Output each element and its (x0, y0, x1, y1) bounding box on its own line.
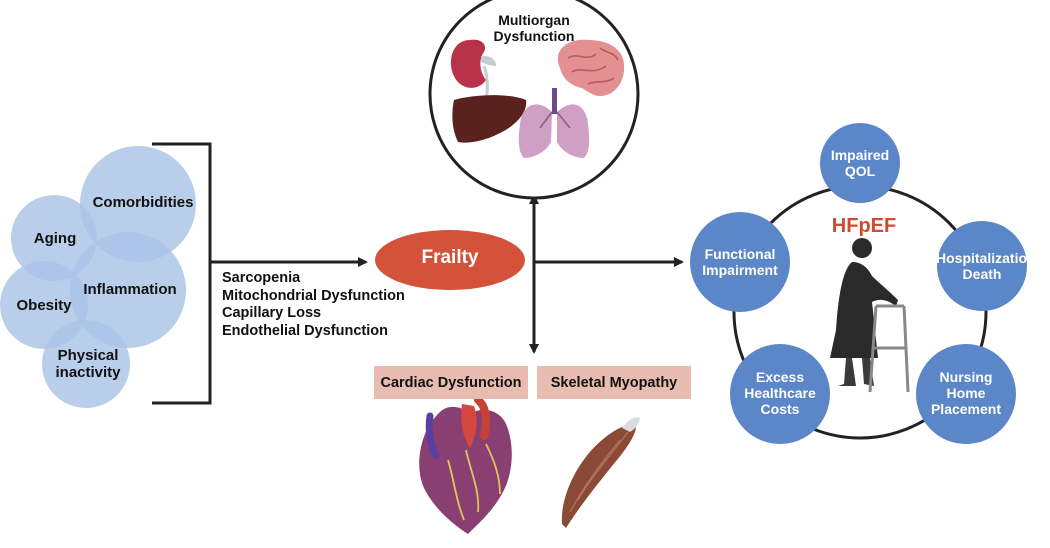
muscle-icon (561, 417, 640, 528)
frailty-label: Frailty (421, 247, 479, 268)
aging-label: Aging (33, 230, 77, 247)
brain-icon (557, 39, 625, 96)
mechanism-item: Mitochondrial Dysfunction (222, 287, 405, 304)
hospitalization-death-label: Hospitalization Death (936, 250, 1036, 283)
risk-bracket (152, 142, 212, 405)
impaired-qol-label: Impaired QOL (830, 147, 890, 180)
frailty-ellipse (375, 230, 525, 290)
cardiac-dysfunction-box: Cardiac Dysfunction (374, 366, 528, 399)
hfpef-label: HFpEF (831, 215, 897, 237)
aging-bubble (11, 195, 97, 281)
inflammation-bubble (70, 232, 186, 348)
obesity-label: Obesity (16, 297, 72, 314)
hospitalization-circle (937, 221, 1027, 311)
nursing-home-circle (916, 344, 1016, 444)
lungs-icon (518, 88, 590, 158)
liver-icon (452, 95, 527, 143)
mechanism-item: Endothelial Dysfunction (222, 322, 388, 339)
physical-inactivity-label: Physical inactivity (55, 347, 121, 382)
outcome-circles (690, 123, 1027, 444)
impaired-qol-circle (820, 123, 900, 203)
mechanism-list: Sarcopenia Mitochondrial Dysfunction Cap… (222, 270, 405, 340)
risk-factor-bubbles (0, 146, 196, 408)
mechanism-item: Capillary Loss (222, 305, 322, 321)
physical-inactivity-bubble (42, 320, 130, 408)
heart-icon (419, 396, 512, 534)
healthcare-costs-label: Excess Healthcare Costs (744, 369, 816, 418)
functional-impairment-circle (690, 212, 790, 312)
mechanism-item: Sarcopenia (222, 270, 301, 286)
skeletal-myopathy-box: Skeletal Myopathy (537, 366, 691, 399)
comorbidities-label: Comorbidities (92, 194, 194, 211)
elderly-walker-icon (830, 238, 910, 393)
inflammation-label: Inflammation (83, 281, 177, 298)
comorbidities-bubble (80, 146, 196, 262)
nursing-home-label: Nursing Home Placement (930, 369, 1002, 418)
healthcare-costs-circle (730, 344, 830, 444)
multiorgan-label: Multiorgan Dysfunction (493, 12, 575, 45)
functional-impairment-label: Functional Impairment (702, 246, 778, 279)
